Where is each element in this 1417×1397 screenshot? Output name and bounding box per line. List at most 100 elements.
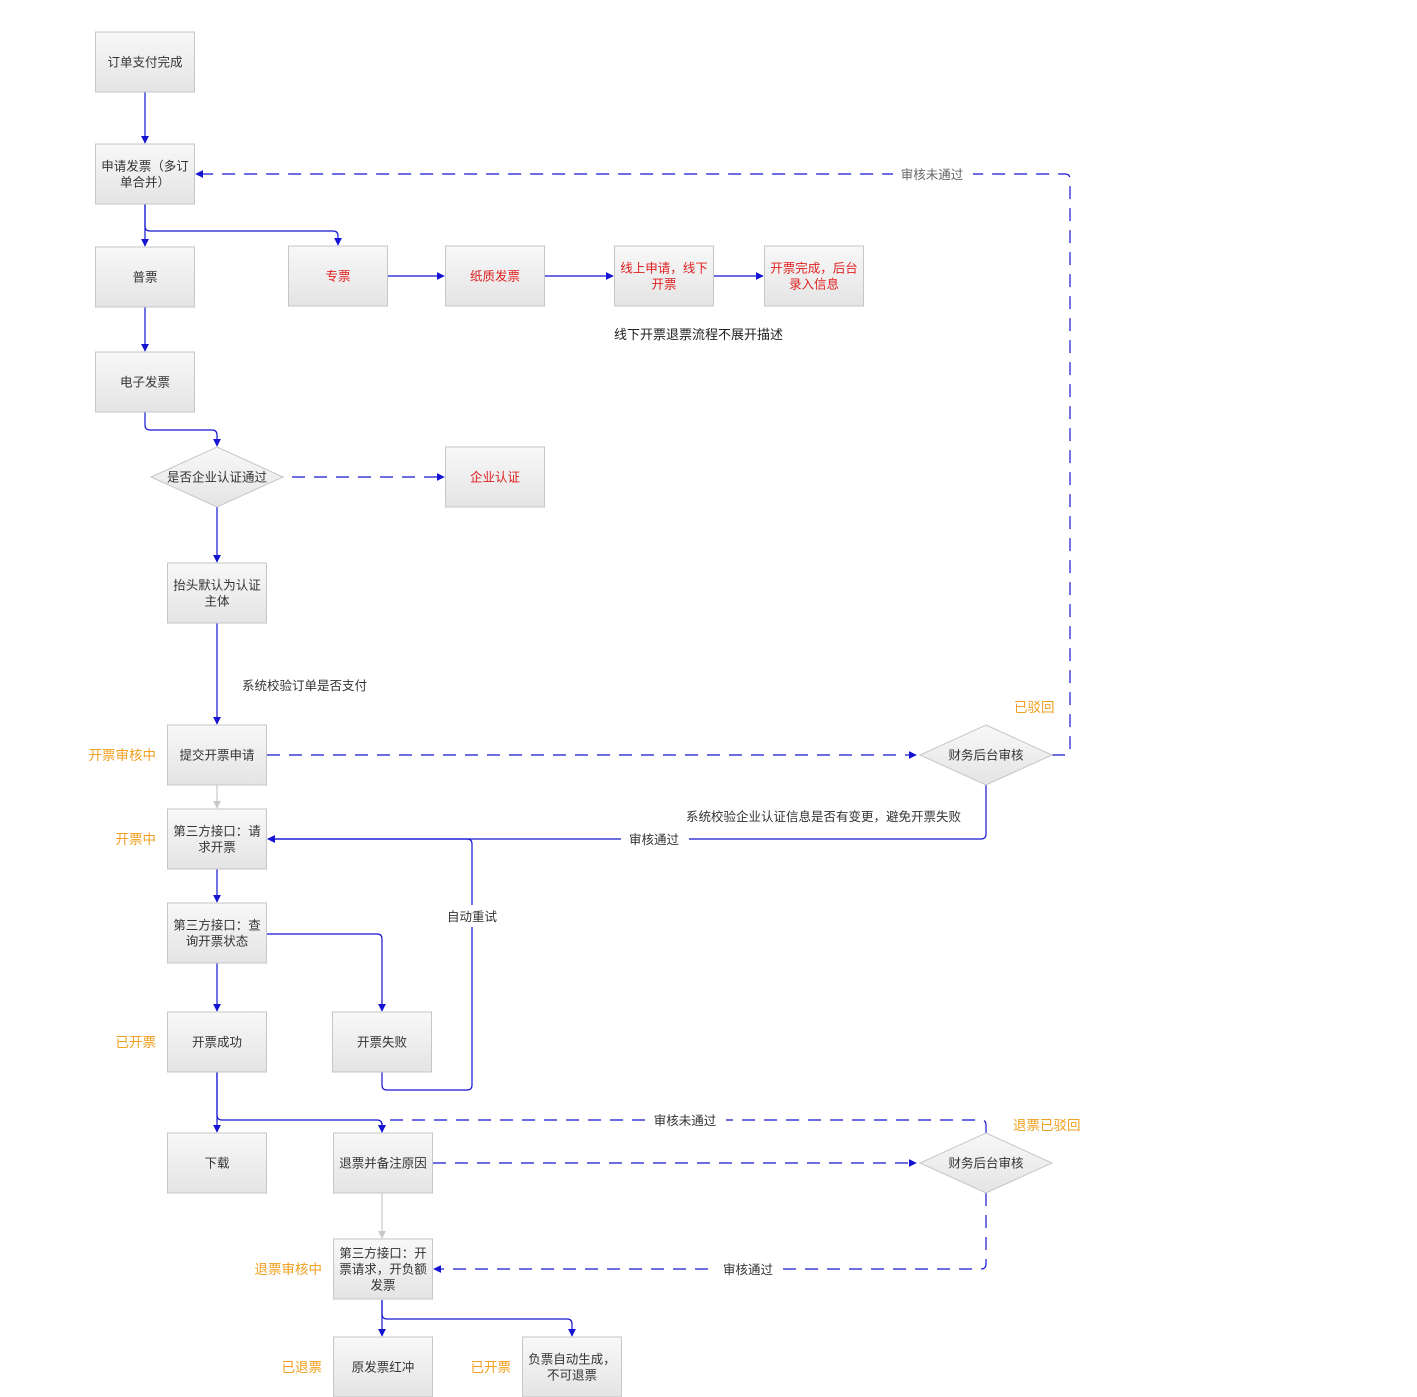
node-shape: [333, 1238, 433, 1300]
node-special-invoice: 专票: [288, 245, 388, 307]
node-label: 抬头默认为认证: [173, 578, 261, 593]
node-label: 开票完成，后台: [770, 261, 858, 276]
node-shape: [614, 245, 714, 307]
node-shape: [764, 245, 864, 307]
label-review-not-passed-1: 审核未通过: [901, 167, 964, 182]
node-shape: [918, 1132, 1054, 1194]
node-paper-invoice: 纸质发票: [445, 245, 545, 307]
edge-apply-to-special: [144, 204, 342, 246]
node-shape: [95, 351, 195, 413]
node-label: 纸质发票: [470, 269, 520, 284]
edge-success-to-refund: [216, 1072, 386, 1133]
node-label: 普票: [132, 270, 157, 285]
edge-review1-pass: [267, 785, 987, 843]
node-order-paid: 订单支付完成: [95, 31, 195, 93]
node-label: 不可退票: [547, 1368, 597, 1383]
label-review-passed-1: 审核通过: [629, 832, 680, 847]
edge-review2-pass: [433, 1193, 987, 1273]
label-auto-retry: 自动重试: [447, 909, 498, 924]
node-shape: [149, 446, 285, 508]
node-label: 提交开票申请: [179, 748, 254, 763]
node-shape: [167, 902, 267, 964]
status-refund-reviewing: 退票审核中: [255, 1262, 323, 1278]
node-label: 退票并备注原因: [339, 1156, 427, 1171]
edge-label-backgrounds: [442, 164, 973, 1279]
node-shape: [332, 1011, 432, 1073]
node-shape: [522, 1336, 622, 1397]
label-system-check-paid: 系统校验订单是否支付: [242, 678, 367, 693]
node-label: 发票: [370, 1278, 395, 1293]
node-label: 票请求，开负额: [339, 1262, 427, 1277]
node-label: 开票失败: [357, 1035, 408, 1050]
node-shape: [167, 562, 267, 624]
status-invoicing: 开票中: [116, 832, 157, 848]
status-invoiced-2: 已开票: [471, 1360, 512, 1376]
edge-query-to-fail: [267, 933, 386, 1012]
node-normal-invoice: 普票: [95, 246, 195, 308]
node-invoice-fail: 开票失败: [332, 1011, 432, 1073]
node-label: 主体: [204, 594, 230, 609]
node-shape: [95, 246, 195, 308]
node-shape: [167, 724, 267, 786]
node-label: 第三方接口：请: [173, 824, 261, 839]
offline-note: 线下开票退票流程不展开描述: [614, 328, 783, 343]
node-label: 财务后台审核: [948, 1156, 1024, 1171]
label-review-passed-2: 审核通过: [723, 1262, 774, 1277]
node-label: 负票自动生成，: [528, 1352, 616, 1367]
node-shape: [445, 245, 545, 307]
node-download: 下载: [167, 1132, 267, 1194]
status-invoiced-1: 已开票: [116, 1035, 157, 1051]
node-label: 电子发票: [120, 375, 170, 390]
node-label: 第三方接口：查: [173, 918, 261, 933]
node-enterprise-cert: 企业认证: [445, 446, 545, 508]
node-label: 财务后台审核: [948, 748, 1024, 763]
status-refund-rejected: 退票已驳回: [1013, 1118, 1081, 1134]
status-rejected: 已驳回: [1014, 700, 1055, 716]
node-shape: [288, 245, 388, 307]
edge-fail-retry: [267, 835, 473, 1091]
edge-review1-reject: [195, 170, 1071, 756]
edges: [141, 92, 1071, 1337]
label-review-not-passed-2: 审核未通过: [654, 1113, 717, 1128]
node-shape: [95, 31, 195, 93]
nodes: 订单支付完成申请发票（多订单合并）普票专票纸质发票线上申请，线下开票开票完成，后…: [95, 31, 1054, 1397]
node-refund-note: 退票并备注原因: [333, 1132, 433, 1194]
node-invoice-success: 开票成功: [167, 1011, 267, 1073]
node-label: 下载: [204, 1156, 230, 1171]
node-label: 开票: [651, 277, 676, 292]
status-reviewing: 开票审核中: [89, 748, 157, 764]
edge-labels: 审核未通过 系统校验订单是否支付 系统校验企业认证信息是否有变更，避免开票失败 …: [242, 167, 964, 1277]
node-label: 线上申请，线下: [620, 261, 708, 276]
node-label: 专票: [325, 269, 350, 284]
node-label: 企业认证: [470, 470, 521, 485]
node-original-red: 原发票红冲: [333, 1336, 433, 1397]
edge-negative-to-auto: [381, 1300, 576, 1337]
node-label: 申请发票（多订: [101, 159, 189, 174]
node-label: 录入信息: [789, 277, 839, 292]
edge-e-to-check: [144, 412, 221, 447]
node-label: 订单支付完成: [107, 55, 182, 70]
node-negative-auto: 负票自动生成，不可退票: [522, 1336, 622, 1397]
label-system-check-cert: 系统校验企业认证信息是否有变更，避免开票失败: [686, 809, 962, 824]
node-e-invoice: 电子发票: [95, 351, 195, 413]
node-online-apply: 线上申请，线下开票: [614, 245, 714, 307]
node-finance-review-2: 财务后台审核: [918, 1132, 1054, 1194]
node-shape: [95, 143, 195, 205]
node-enterprise-cert-check: 是否企业认证通过: [149, 446, 285, 508]
node-shape: [918, 724, 1054, 786]
node-shape: [333, 1336, 433, 1397]
node-label: 询开票状态: [186, 934, 249, 949]
node-shape: [445, 446, 545, 508]
node-finance-review-1: 财务后台审核: [918, 724, 1054, 786]
node-label: 求开票: [198, 840, 236, 855]
node-shape: [167, 808, 267, 870]
node-shape: [167, 1011, 267, 1073]
node-label: 原发票红冲: [352, 1360, 415, 1375]
node-label: 开票成功: [192, 1035, 242, 1050]
node-shape: [333, 1132, 433, 1194]
status-refunded: 已退票: [282, 1360, 323, 1376]
